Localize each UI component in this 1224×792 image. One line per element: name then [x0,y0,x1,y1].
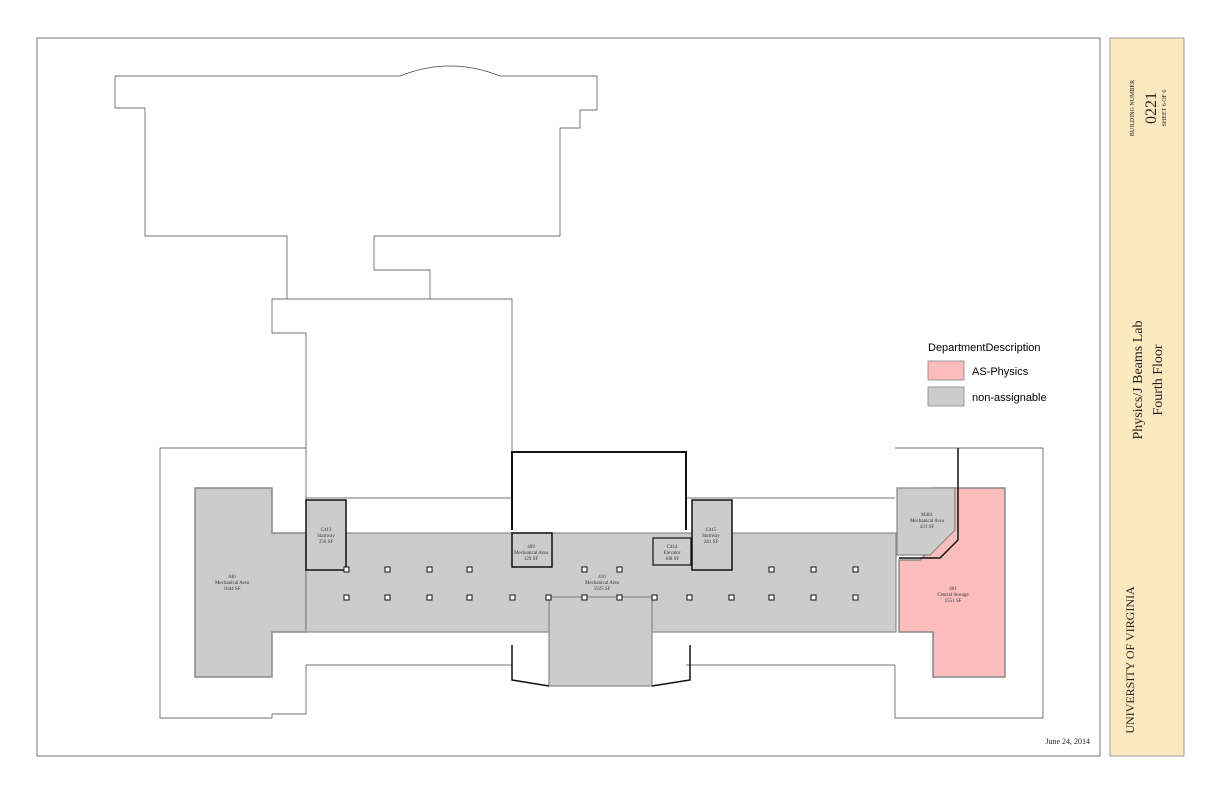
building-number: 0221 [1143,92,1160,124]
legend-swatch-physics [927,360,965,381]
room-410-south [548,596,653,687]
plan-date: June 24, 2014 [1045,737,1090,746]
central-north-block [511,451,687,530]
room-c414-box [652,537,692,566]
floor-name: Fourth Floor [1151,344,1166,416]
wing-outline-east [894,447,1044,719]
legend: DepartmentDescription AS-Physics non-ass… [927,342,1047,407]
legend-title: DepartmentDescription [928,342,1041,354]
legend-label-non-assignable: non-assignable [972,392,1047,404]
room-409-box [511,532,553,568]
columns [343,566,859,601]
title-block [1109,37,1185,757]
building-name: Physics/J Beams Lab [1131,321,1146,440]
room-m401-area [896,487,956,556]
building-number-label: BUILDING NUMBER [1130,80,1136,136]
legend-swatch-non-assignable [927,386,965,407]
building-outline-upper [114,65,598,500]
wing-outline-west [159,447,307,719]
room-c413-stair [305,499,347,571]
sheet-number: SHEET 6 OF 6 [1162,90,1168,127]
legend-label-physics: AS-Physics [972,366,1029,378]
room-c415-stair [691,499,733,571]
institution-name: UNIVERSITY OF VIRGINIA [1123,586,1137,734]
